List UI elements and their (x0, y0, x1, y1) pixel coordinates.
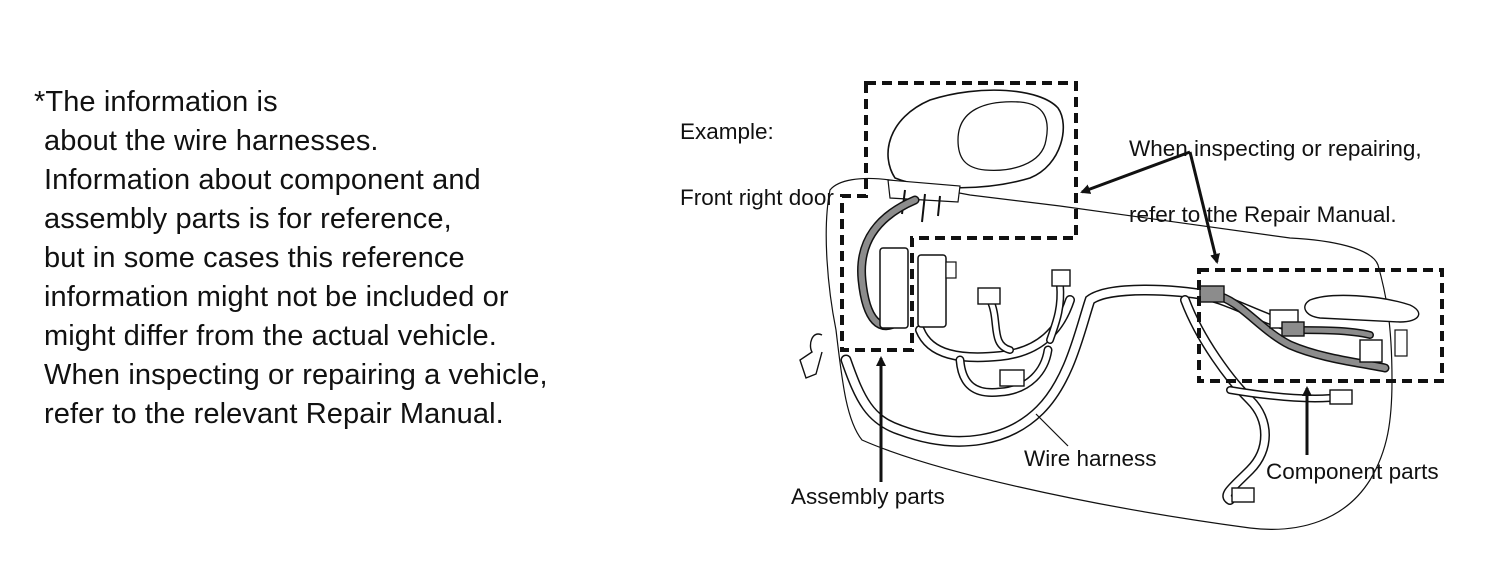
door-panel-outline (825, 177, 1393, 530)
wire-harness-leader (1035, 413, 1069, 447)
connectors (799, 269, 1353, 503)
information-note: *The information is about the wire harne… (34, 83, 654, 434)
example-label: Example: Front right door (680, 77, 834, 231)
note-line: assembly parts is for reference, (44, 203, 452, 235)
assembly-parts-box (840, 81, 1078, 352)
repair-arrow-to-component (1188, 151, 1220, 264)
assembly-parts-label: Assembly parts (791, 484, 945, 509)
repair-label-line: When inspecting or repairing, (1129, 136, 1422, 161)
note-line: but in some cases this reference (44, 242, 465, 274)
wire-harness-label: Wire harness (1024, 446, 1157, 471)
note-line: Information about component and (44, 164, 481, 196)
example-label-line: Front right door (680, 185, 834, 210)
note-line: When inspecting or repairing a vehicle, (44, 359, 548, 391)
note-line: might differ from the actual vehicle. (44, 320, 497, 352)
assembly-modules (879, 247, 957, 329)
repair-manual-label: When inspecting or repairing, refer to t… (1129, 94, 1422, 248)
repair-label-line: refer to the Repair Manual. (1129, 202, 1397, 227)
repair-arrow-to-assembly (1080, 150, 1191, 194)
component-parts-box (1197, 268, 1444, 383)
note-line: about the wire harnesses. (44, 125, 379, 157)
note-line: refer to the relevant Repair Manual. (44, 398, 504, 430)
note-line: information might not be included or (44, 281, 509, 313)
component-parts-label: Component parts (1266, 459, 1439, 484)
example-label-line: Example: (680, 119, 774, 144)
door-handle (1269, 294, 1420, 363)
note-line: *The information is (34, 86, 278, 118)
